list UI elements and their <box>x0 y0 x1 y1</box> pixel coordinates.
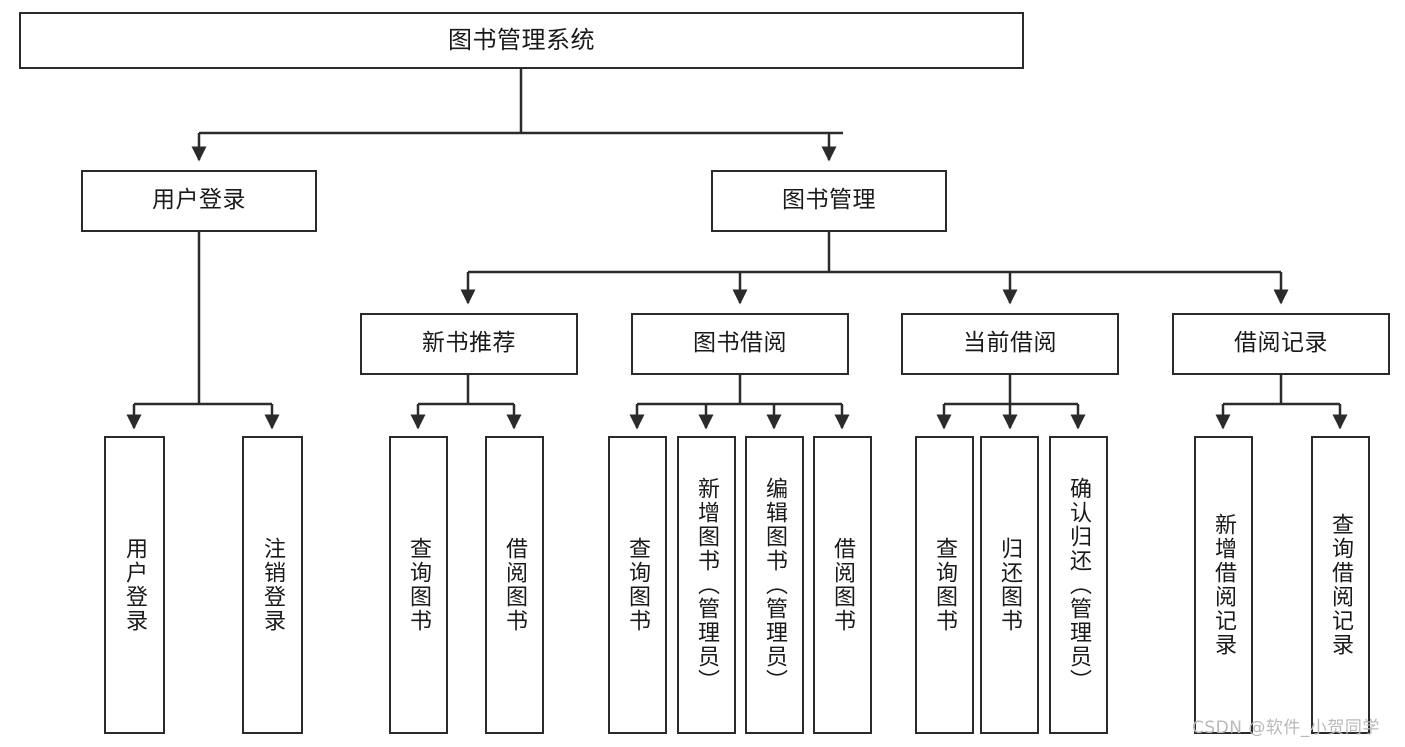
node-book-manage[interactable]: 图书管理 <box>711 170 947 232</box>
node-leaf-query-book-cur[interactable]: 查询图书 <box>915 436 974 734</box>
node-leaf-query-book-borrow[interactable]: 查询图书 <box>608 436 667 734</box>
node-book-borrow[interactable]: 图书借阅 <box>631 313 849 375</box>
node-leaf-add-book-admin-label: 新增图书（管理员） <box>694 477 720 693</box>
node-borrow-record[interactable]: 借阅记录 <box>1172 313 1390 375</box>
node-leaf-query-book-rec-label: 查询图书 <box>406 537 432 633</box>
node-new-book-recommend-label: 新书推荐 <box>422 330 516 357</box>
node-leaf-query-book-rec[interactable]: 查询图书 <box>389 436 448 734</box>
node-leaf-user-logout[interactable]: 注销登录 <box>242 436 303 734</box>
node-user-login[interactable]: 用户登录 <box>81 170 317 232</box>
node-leaf-add-book-admin[interactable]: 新增图书（管理员） <box>677 436 736 734</box>
node-leaf-query-book-borrow-label: 查询图书 <box>625 537 651 633</box>
node-user-login-label: 用户登录 <box>152 187 246 214</box>
node-leaf-query-book-cur-label: 查询图书 <box>932 537 958 633</box>
node-root[interactable]: 图书管理系统 <box>19 12 1024 69</box>
node-leaf-borrow-book[interactable]: 借阅图书 <box>813 436 872 734</box>
node-leaf-borrow-book-label: 借阅图书 <box>830 537 856 633</box>
node-leaf-edit-book-admin-label: 编辑图书（管理员） <box>762 477 788 693</box>
node-leaf-user-login[interactable]: 用户登录 <box>104 436 165 734</box>
node-leaf-confirm-return-admin-label: 确认归还（管理员） <box>1066 477 1092 693</box>
node-leaf-add-borrow-record[interactable]: 新增借阅记录 <box>1194 436 1253 734</box>
node-leaf-user-login-label: 用户登录 <box>122 537 148 633</box>
node-leaf-edit-book-admin[interactable]: 编辑图书（管理员） <box>745 436 804 734</box>
node-leaf-confirm-return-admin[interactable]: 确认归还（管理员） <box>1049 436 1108 734</box>
node-leaf-borrow-book-rec[interactable]: 借阅图书 <box>485 436 544 734</box>
node-leaf-query-borrow-record[interactable]: 查询借阅记录 <box>1311 436 1370 734</box>
node-current-borrow-label: 当前借阅 <box>963 330 1057 357</box>
node-leaf-query-borrow-record-label: 查询借阅记录 <box>1328 513 1354 657</box>
node-book-borrow-label: 图书借阅 <box>693 330 787 357</box>
node-borrow-record-label: 借阅记录 <box>1234 330 1328 357</box>
node-root-label: 图书管理系统 <box>448 26 595 55</box>
node-leaf-return-book[interactable]: 归还图书 <box>980 436 1039 734</box>
node-leaf-user-logout-label: 注销登录 <box>260 537 286 633</box>
csdn-watermark: CSDN @软件_小贺同学 <box>1192 718 1380 738</box>
node-book-manage-label: 图书管理 <box>782 187 876 214</box>
node-leaf-borrow-book-rec-label: 借阅图书 <box>502 537 528 633</box>
node-current-borrow[interactable]: 当前借阅 <box>901 313 1119 375</box>
node-leaf-return-book-label: 归还图书 <box>997 537 1023 633</box>
node-new-book-recommend[interactable]: 新书推荐 <box>360 313 578 375</box>
node-leaf-add-borrow-record-label: 新增借阅记录 <box>1211 513 1237 657</box>
